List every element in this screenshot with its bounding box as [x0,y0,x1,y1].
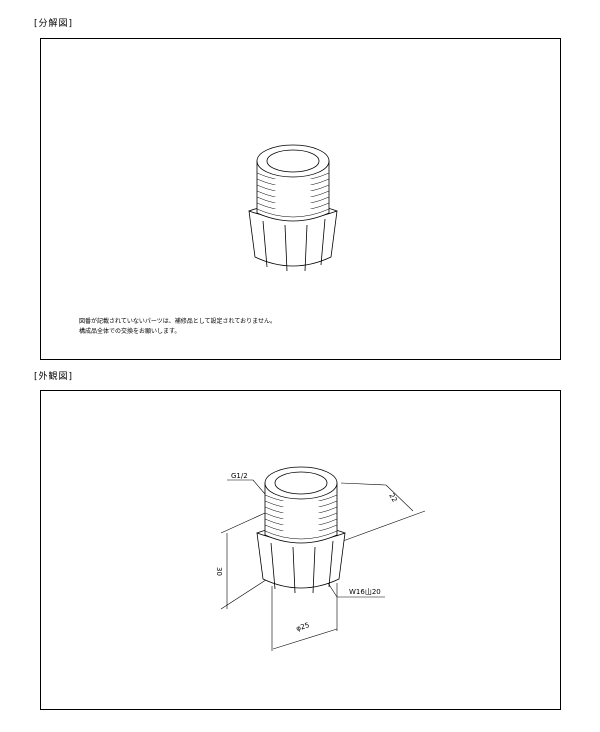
section-label-exterior: [外観図] [34,372,74,382]
fitting-drawing-exterior: G1/2 22 30 φ25 W16山20 [215,466,426,651]
fitting-illustration [248,144,338,272]
section-label-exploded: [分解図] [34,19,74,29]
note-line-2: 構成品全体での交換をお願いします。 [79,328,181,335]
dim-label-thread-top: G1/2 [231,472,248,480]
fitting-drawing-exploded [248,144,338,272]
fitting-illustration [256,466,346,594]
dim-label-width-across-flats: 22 [387,492,398,504]
note-line-1: 図番が記載されていないパーツは、補修品として設定されておりません。 [79,318,276,325]
exterior-view-panel: G1/2 22 30 φ25 W16山20 [40,390,561,710]
dim-label-height: 30 [215,567,223,576]
dim-label-thread-bottom: W16山20 [349,587,381,596]
exploded-view-panel: 図番が記載されていないパーツは、補修品として設定されておりません。 構成品全体で… [40,38,561,360]
dim-label-outer-diameter: φ25 [295,621,310,633]
